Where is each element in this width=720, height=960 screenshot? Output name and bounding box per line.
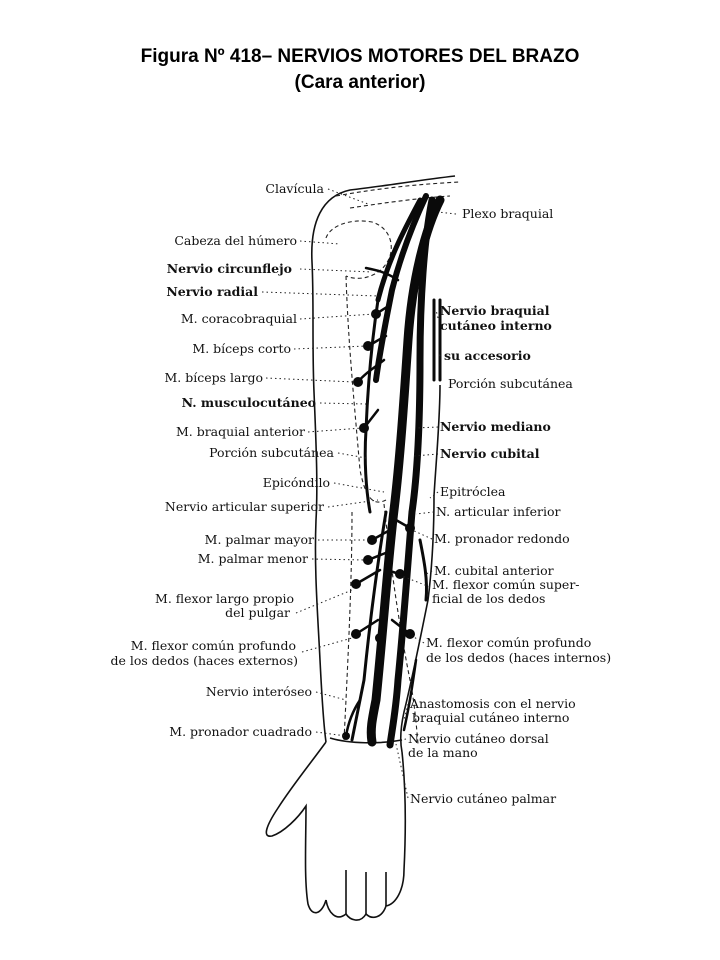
label-biceps-corto: M. bíceps corto bbox=[192, 341, 291, 356]
terminal-coracobraquial bbox=[371, 309, 381, 319]
label-porcion-subcutanea-right: Porción subcutánea bbox=[448, 376, 573, 391]
label-cutaneo-dorsal-line1: Nervio cutáneo dorsal bbox=[408, 731, 549, 746]
label-coracobraquial: M. coracobraquial bbox=[181, 311, 297, 326]
label-flexor-profundo-ext-line1: M. flexor común profundo bbox=[131, 638, 296, 653]
label-cabeza-humero: Cabeza del húmero bbox=[174, 233, 297, 248]
terminal-pronador-redondo bbox=[405, 523, 415, 533]
terminal-flexor-profundo-ext bbox=[351, 629, 361, 639]
label-braquial-anterior: M. braquial anterior bbox=[176, 424, 305, 439]
label-articular-inferior: N. articular inferior bbox=[436, 504, 561, 519]
label-articular-superior: Nervio articular superior bbox=[165, 499, 324, 514]
label-musculocutaneo: N. musculocutáneo bbox=[182, 395, 316, 410]
terminal-braquial-anterior bbox=[359, 423, 369, 433]
label-epitroclea: Epitróclea bbox=[440, 484, 506, 499]
label-cutaneo-palmar: Nervio cutáneo palmar bbox=[410, 791, 556, 806]
label-flexor-largo-line2: del pulgar bbox=[225, 605, 290, 620]
label-anastomosis-line2: braquial cutáneo interno bbox=[412, 710, 569, 725]
label-plexo-braquial: Plexo braquial bbox=[462, 206, 553, 221]
label-flexor-profundo-int-line2: de los dedos (haces internos) bbox=[426, 650, 611, 665]
label-nervio-radial: Nervio radial bbox=[166, 284, 258, 299]
label-braquial-cutaneo-line1: Nervio braquial bbox=[440, 303, 550, 318]
label-flexor-profundo-ext-line2: de los dedos (haces externos) bbox=[111, 653, 298, 668]
label-palmar-menor: M. palmar menor bbox=[198, 551, 308, 566]
label-nervio-cubital: Nervio cubital bbox=[440, 446, 540, 461]
label-su-accesorio: su accesorio bbox=[444, 348, 531, 363]
figure-subtitle: (Cara anterior) bbox=[294, 72, 426, 93]
label-flexor-largo-line1: M. flexor largo propio bbox=[155, 591, 294, 606]
label-interoseo: Nervio interóseo bbox=[206, 684, 312, 699]
terminal-flexor-superficial bbox=[395, 569, 405, 579]
arm-outline bbox=[265, 175, 456, 921]
label-nervio-circunflejo: Nervio circunflejo bbox=[167, 261, 292, 276]
label-clavicula: Clavícula bbox=[265, 181, 324, 196]
terminal-pronador-cuadrado bbox=[342, 732, 350, 740]
label-pronador-redondo: M. pronador redondo bbox=[434, 531, 570, 546]
terminal-palmar-mayor bbox=[367, 535, 377, 545]
label-porcion-subcutanea-left: Porción subcutánea bbox=[209, 445, 334, 460]
label-nervio-mediano: Nervio mediano bbox=[440, 419, 551, 434]
terminal-flexor-largo-pulgar bbox=[351, 579, 361, 589]
figure-title: Figura Nº 418– NERVIOS MOTORES DEL BRAZO bbox=[140, 46, 580, 67]
label-flexor-superficial-line1: M. flexor común super- bbox=[432, 577, 580, 592]
terminal-palmar-menor bbox=[363, 555, 373, 565]
label-cutaneo-dorsal-line2: de la mano bbox=[408, 745, 478, 760]
label-cubital-anterior: M. cubital anterior bbox=[434, 563, 554, 578]
terminal-biceps-largo bbox=[353, 377, 363, 387]
label-braquial-cutaneo-line2: cutáneo interno bbox=[440, 318, 552, 333]
terminal-flexor-profundo-int bbox=[405, 629, 415, 639]
terminal-flexor-profundo-mid bbox=[375, 633, 385, 643]
terminal-biceps-corto bbox=[363, 341, 373, 351]
nerve-terminals bbox=[342, 309, 415, 740]
label-anastomosis-line1: Anastomosis con el nervio bbox=[409, 696, 576, 711]
label-pronador-cuadrado: M. pronador cuadrado bbox=[169, 724, 312, 739]
label-flexor-superficial-line2: ficial de los dedos bbox=[432, 591, 545, 606]
labels-right: Plexo braquial Nervio braquial cutáneo i… bbox=[408, 206, 611, 806]
labels-left: Clavícula Cabeza del húmero Nervio circu… bbox=[111, 181, 335, 739]
leader-lines bbox=[261, 188, 457, 799]
label-epicondilo: Epicóndilo bbox=[263, 475, 330, 490]
label-palmar-mayor: M. palmar mayor bbox=[205, 532, 314, 547]
label-biceps-largo: M. bíceps largo bbox=[165, 370, 264, 385]
title-block: Figura Nº 418– NERVIOS MOTORES DEL BRAZO… bbox=[0, 44, 720, 96]
label-flexor-profundo-int-line1: M. flexor común profundo bbox=[426, 635, 591, 650]
